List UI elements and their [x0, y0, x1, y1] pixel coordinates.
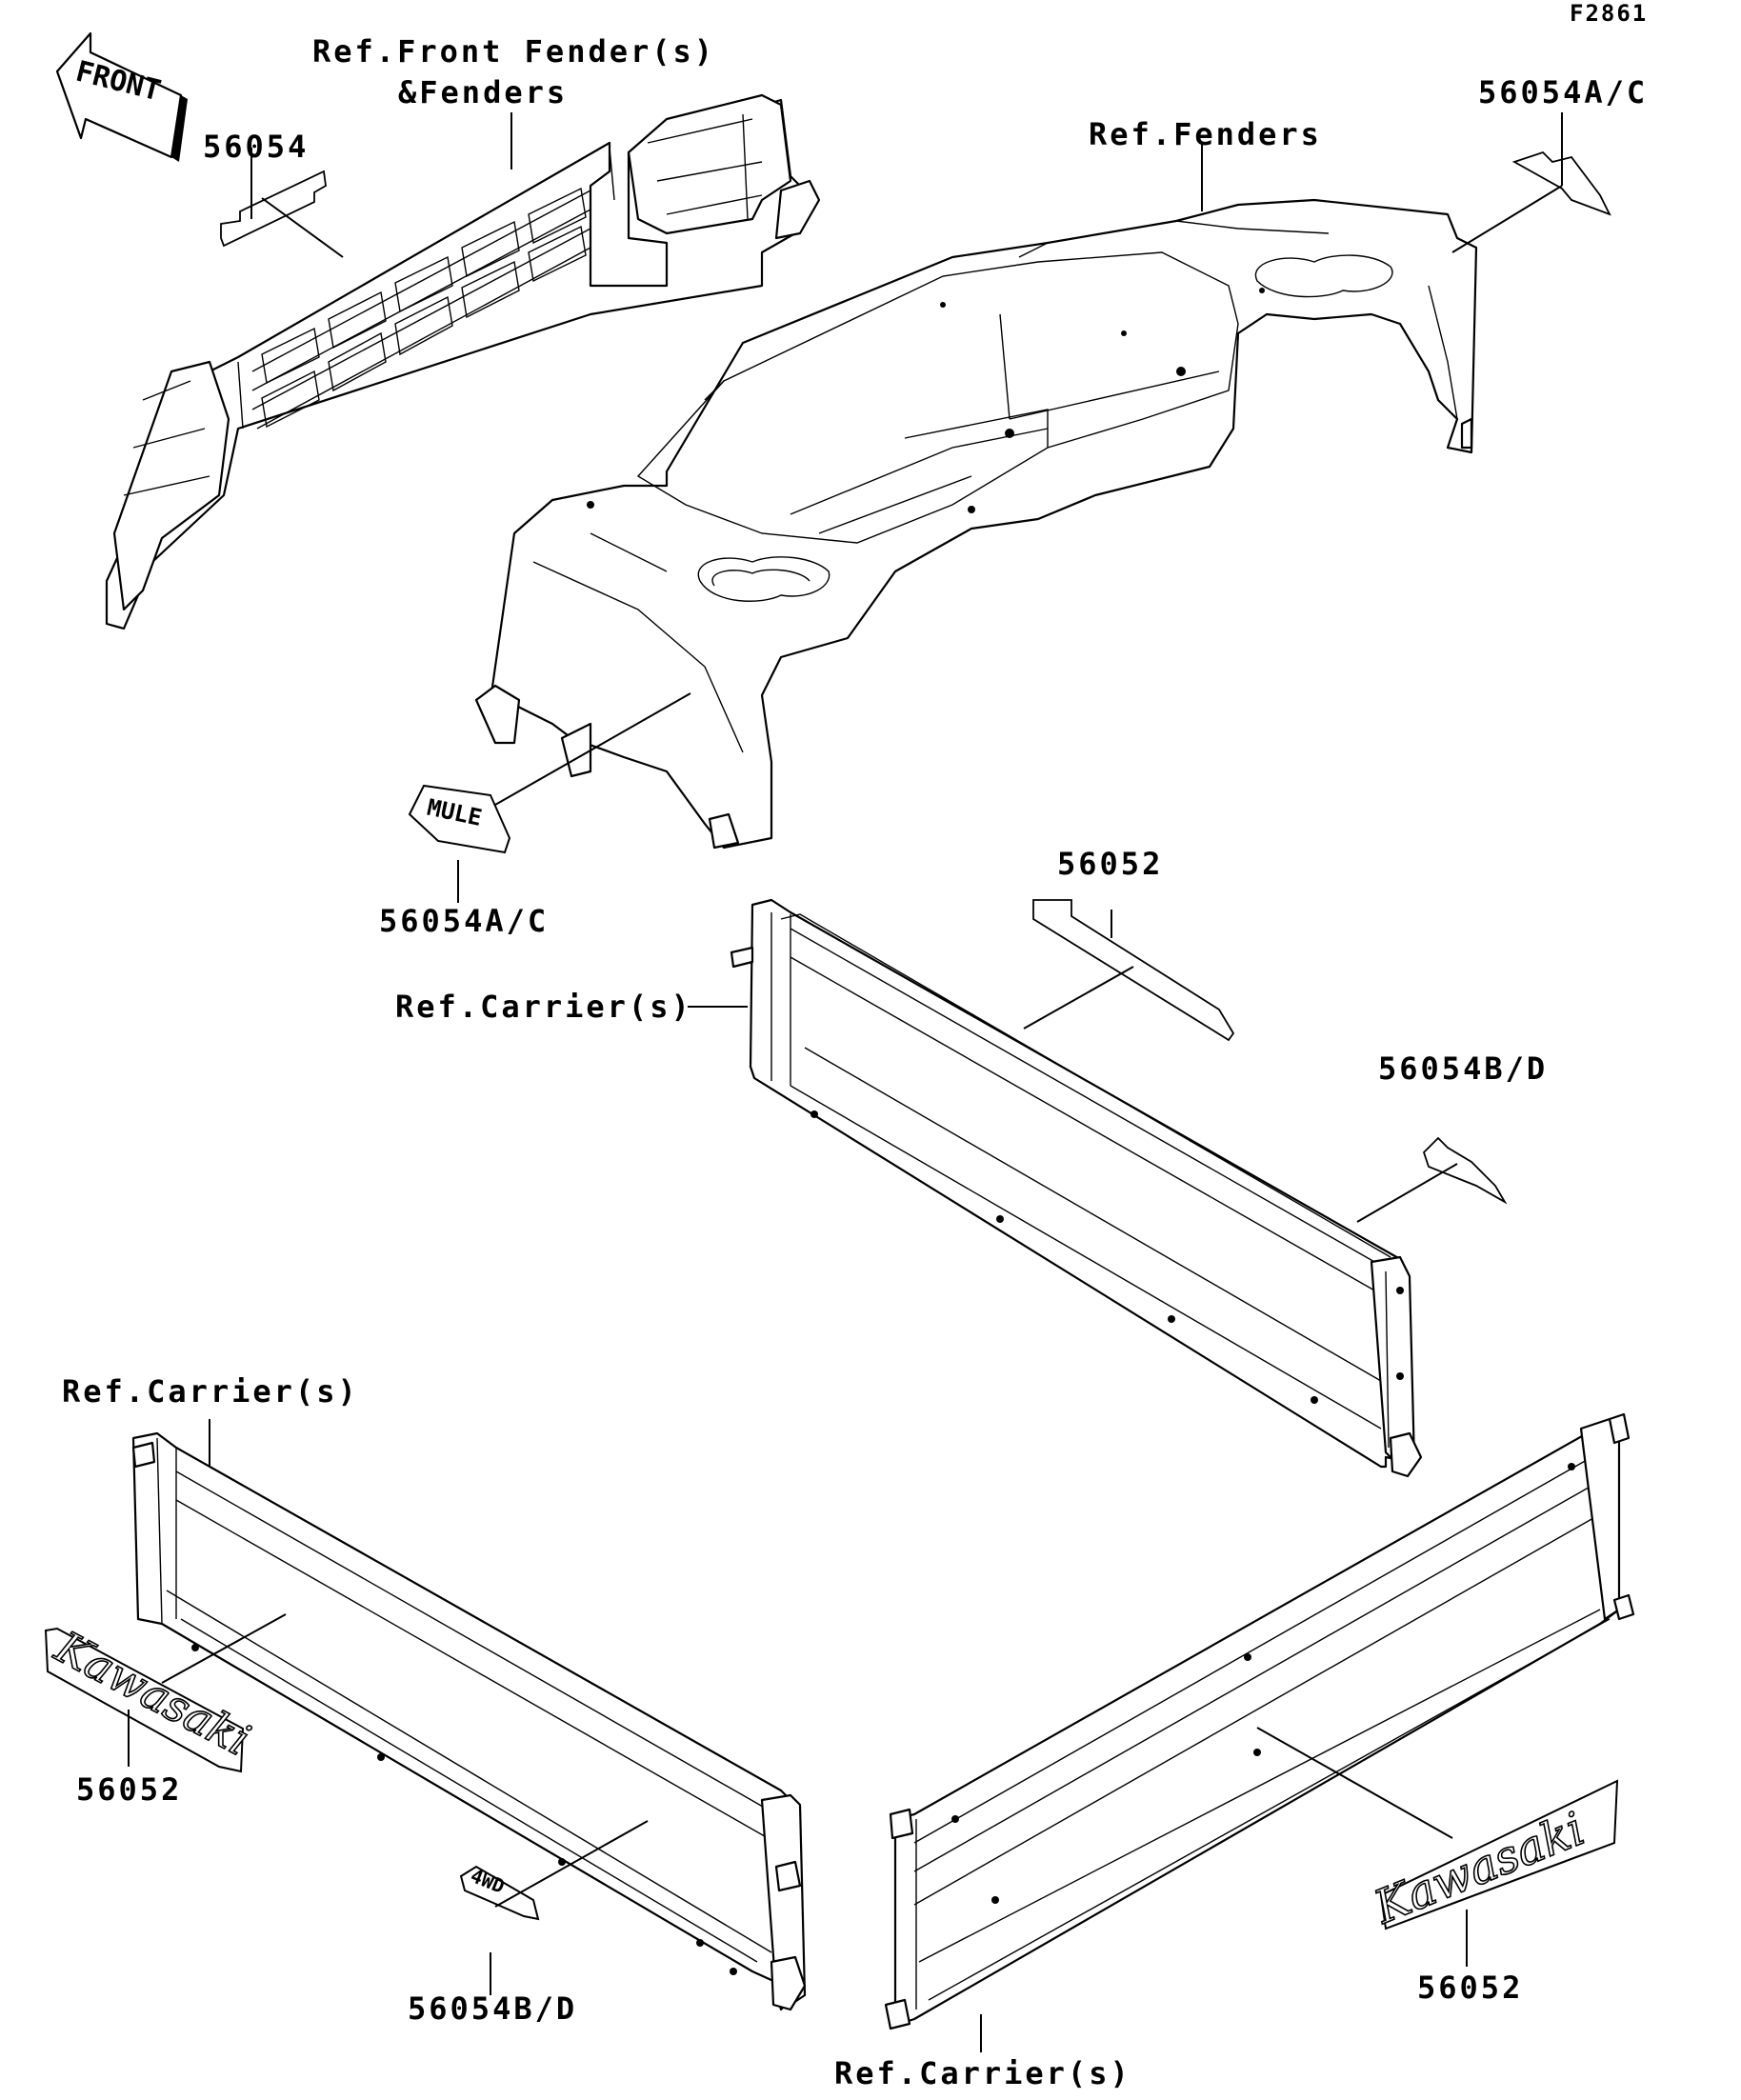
- label-56052-left: 56052: [76, 1771, 182, 1808]
- rear-fender-assembly: [474, 198, 1478, 850]
- figure-id: F2861: [1570, 0, 1648, 27]
- svg-text:Kawasaki: Kawasaki: [1367, 1802, 1592, 1934]
- label-ref-fenders: Ref.Fenders: [1089, 116, 1322, 152]
- leader-lines: [128, 112, 1563, 2052]
- mule-badge-decal: MULE: [408, 784, 511, 854]
- carrier-front-panel: [730, 898, 1423, 1478]
- fourwd-badge-decal: 4WD: [459, 1864, 540, 1921]
- label-56054: 56054: [203, 129, 309, 165]
- decal-56054bd-right: [1422, 1136, 1508, 1205]
- label-56054ac-top: 56054A/C: [1478, 74, 1648, 110]
- decal-56052-mid: [1032, 899, 1235, 1042]
- label-56054ac-mid: 56054A/C: [379, 903, 549, 939]
- front-arrow-icon: FRONT: [55, 31, 188, 162]
- label-56054bd-bottom: 56054B/D: [408, 1990, 577, 2027]
- kawasaki-right-decal: Kawasaki: [1366, 1779, 1619, 1935]
- label-ref-front-fender-line2: &Fenders: [398, 74, 568, 110]
- carrier-left-panel: [131, 1431, 807, 2011]
- label-ref-carrier-left: Ref.Carrier(s): [62, 1373, 359, 1410]
- label-56052-right: 56052: [1417, 1970, 1523, 2006]
- decal-56054: [220, 170, 327, 248]
- label-ref-carrier-mid: Ref.Carrier(s): [395, 989, 692, 1025]
- carrier-right-panel: [884, 1412, 1635, 2030]
- label-56054bd-right: 56054B/D: [1378, 1050, 1548, 1087]
- label-ref-carrier-bottom: Ref.Carrier(s): [834, 2055, 1131, 2091]
- front-grille-panel: [105, 93, 821, 630]
- label-ref-front-fender: Ref.Front Fender(s): [312, 33, 715, 70]
- label-56052-mid: 56052: [1057, 846, 1163, 882]
